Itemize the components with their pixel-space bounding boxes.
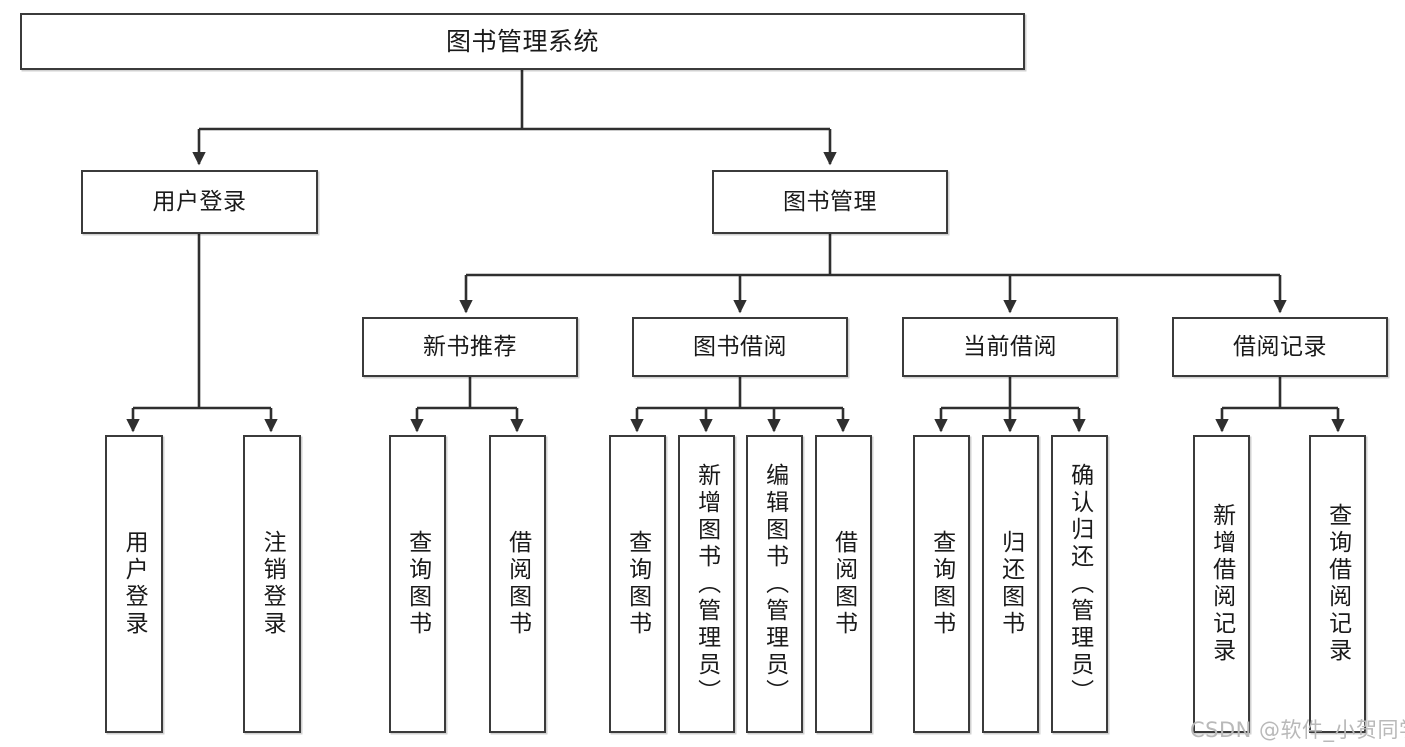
node-label: 查询图书 (928, 530, 955, 638)
node-label: 借阅记录 (1233, 333, 1327, 360)
node-current-borrow[interactable]: 当前借阅 (902, 317, 1118, 377)
node-book-management[interactable]: 图书管理 (712, 170, 948, 234)
node-label: 图书管理 (783, 188, 877, 215)
node-leaf-return-book[interactable]: 归还图书 (982, 435, 1039, 733)
node-label: 新增图书（管理员） (693, 462, 720, 706)
node-leaf-add-book-admin[interactable]: 新增图书（管理员） (678, 435, 735, 733)
node-leaf-borrow-book-2[interactable]: 借阅图书 (815, 435, 872, 733)
node-leaf-edit-book-admin[interactable]: 编辑图书（管理员） (746, 435, 803, 733)
node-leaf-query-book-1[interactable]: 查询图书 (389, 435, 446, 733)
node-leaf-query-book-3[interactable]: 查询图书 (913, 435, 970, 733)
node-leaf-user-login[interactable]: 用户登录 (105, 435, 163, 733)
node-label: 用户登录 (121, 530, 148, 638)
node-leaf-logout-login[interactable]: 注销登录 (243, 435, 301, 733)
node-leaf-query-book-2[interactable]: 查询图书 (609, 435, 666, 733)
node-label: 归还图书 (997, 530, 1024, 638)
node-leaf-borrow-book-1[interactable]: 借阅图书 (489, 435, 546, 733)
node-label: 图书管理系统 (445, 27, 599, 56)
node-label: 查询图书 (624, 530, 651, 638)
node-label: 新书推荐 (423, 333, 517, 360)
node-book-borrow[interactable]: 图书借阅 (632, 317, 848, 377)
node-label: 图书借阅 (693, 333, 787, 360)
node-label: 借阅图书 (830, 530, 857, 638)
node-leaf-add-borrow-record[interactable]: 新增借阅记录 (1193, 435, 1250, 733)
csdn-watermark: CSDN @软件_小贺同学 (1190, 718, 1405, 742)
node-label: 注销登录 (259, 530, 286, 638)
node-root-book-management-system[interactable]: 图书管理系统 (20, 13, 1025, 70)
node-label: 查询借阅记录 (1324, 503, 1351, 665)
node-label: 新增借阅记录 (1208, 503, 1235, 665)
node-label: 查询图书 (404, 530, 431, 638)
node-label: 用户登录 (152, 188, 247, 215)
node-borrow-record[interactable]: 借阅记录 (1172, 317, 1388, 377)
node-user-login[interactable]: 用户登录 (81, 170, 318, 234)
node-new-book-recommend[interactable]: 新书推荐 (362, 317, 578, 377)
node-leaf-confirm-return[interactable]: 确认归还（管理员） (1051, 435, 1108, 733)
node-label: 借阅图书 (504, 530, 531, 638)
node-label: 编辑图书（管理员） (761, 462, 788, 706)
node-label: 确认归还（管理员） (1066, 462, 1093, 706)
node-label: 当前借阅 (963, 333, 1057, 360)
node-leaf-query-borrow-record[interactable]: 查询借阅记录 (1309, 435, 1366, 733)
